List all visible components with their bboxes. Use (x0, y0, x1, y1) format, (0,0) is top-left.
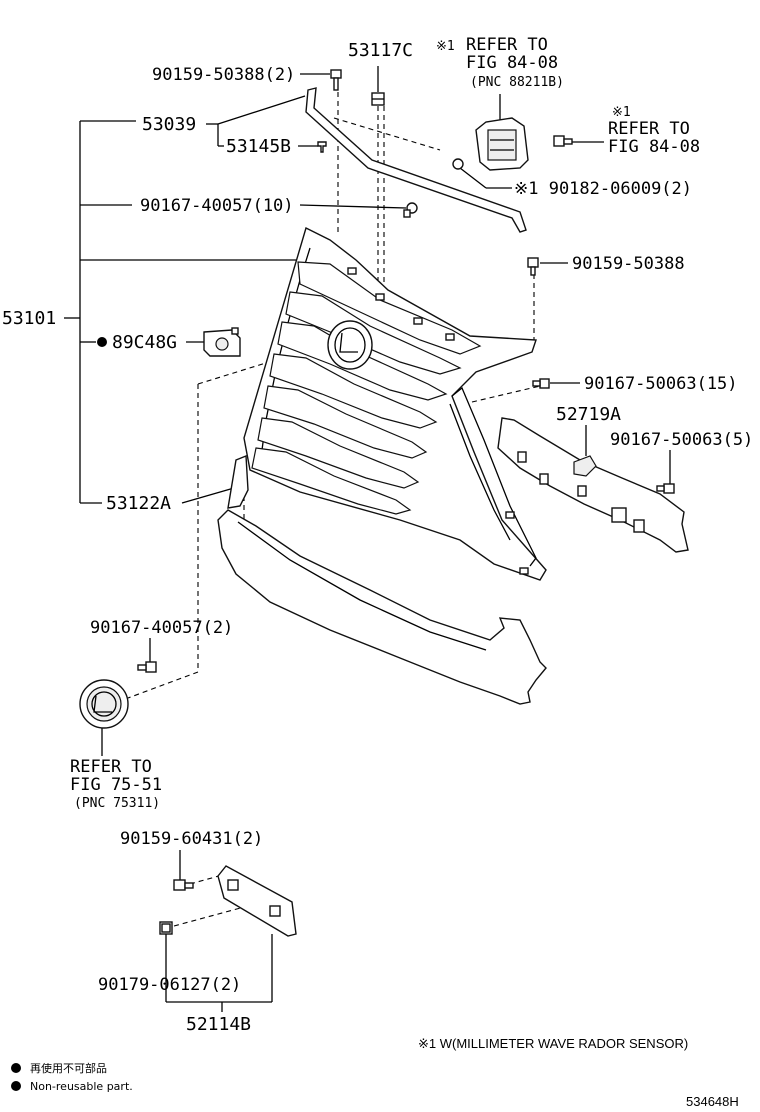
nut-90179 (159, 921, 173, 935)
part-89c48g (203, 327, 241, 357)
legend-dot-icon-2 (11, 1081, 21, 1091)
legend-dot-icon-1 (11, 1063, 21, 1073)
labels: 53117C ※1 REFER TO FIG 84-08 (PNC 88211B… (2, 35, 753, 1109)
label-90159-50388-2: 90159-50388(2) (152, 65, 295, 85)
label-refer2-mark: ※1 (612, 105, 631, 120)
bolt-90167-50063-15 (532, 378, 550, 389)
bolt-90159-60431 (173, 879, 194, 891)
upper-molding-53039 (305, 87, 527, 233)
leader-lines (64, 66, 671, 1012)
label-refer1-l1: REFER TO (466, 35, 548, 55)
bolt-90159-50388-top (330, 69, 342, 91)
label-89c48g: 89C48G (112, 332, 177, 353)
bolt-90159-50388-right (527, 257, 539, 276)
label-52719a: 52719A (556, 404, 621, 425)
legend-line-1: 再使用不可部品 (30, 1061, 107, 1075)
retainer-52719a (497, 417, 689, 553)
label-90167-50063-5: 90167-50063(5) (610, 430, 753, 450)
label-refer3-l2: FIG 75-51 (70, 775, 162, 795)
legend-line-2: Non-reusable part. (30, 1080, 133, 1093)
label-90159-50388: 90159-50388 (572, 254, 685, 274)
label-53122a: 53122A (106, 493, 171, 514)
diagram-id: 534648H (686, 1094, 739, 1109)
clip-53117c (371, 92, 385, 106)
label-52114b: 52114B (186, 1014, 251, 1035)
label-refer3-l3: (PNC 75311) (74, 796, 160, 811)
radiator-grille-53101 (243, 227, 547, 581)
label-90167-40057-2: 90167-40057(2) (90, 618, 233, 638)
label-53039: 53039 (142, 114, 196, 135)
bolt-90167-40057-2 (137, 661, 157, 673)
label-53145b: 53145B (226, 136, 291, 157)
label-refer1-l2: FIG 84-08 (466, 53, 558, 73)
radar-sensor-screw (553, 135, 573, 147)
label-refer2-l1: REFER TO (608, 119, 690, 139)
radar-sensor-bracket (452, 117, 529, 171)
clip-53145b (317, 141, 327, 153)
label-refer1-mark: ※1 (436, 39, 455, 54)
emblem-75311 (79, 679, 129, 729)
label-90182: ※1 90182-06009(2) (514, 179, 692, 199)
bolt-90167-50063-5 (656, 483, 675, 494)
label-53101: 53101 (2, 308, 56, 329)
label-53117c: 53117C (348, 40, 413, 61)
label-90167-40057-10: 90167-40057(10) (140, 196, 294, 216)
label-refer3-l1: REFER TO (70, 757, 152, 777)
lower-molding-53122a (217, 454, 547, 705)
label-refer1-l3: (PNC 88211B) (470, 75, 564, 90)
label-90159-60431-2: 90159-60431(2) (120, 829, 263, 849)
label-refer2-l2: FIG 84-08 (608, 137, 700, 157)
license-bracket-52114b (217, 865, 297, 937)
label-90179-06127-2: 90179-06127(2) (98, 975, 241, 995)
footnote: ※1 W(MILLIMETER WAVE RADOR SENSOR) (418, 1036, 688, 1051)
non-reusable-dot-icon (97, 337, 107, 347)
label-90167-50063-15: 90167-50063(15) (584, 374, 738, 394)
bolt-90167-40057-top (403, 202, 418, 218)
